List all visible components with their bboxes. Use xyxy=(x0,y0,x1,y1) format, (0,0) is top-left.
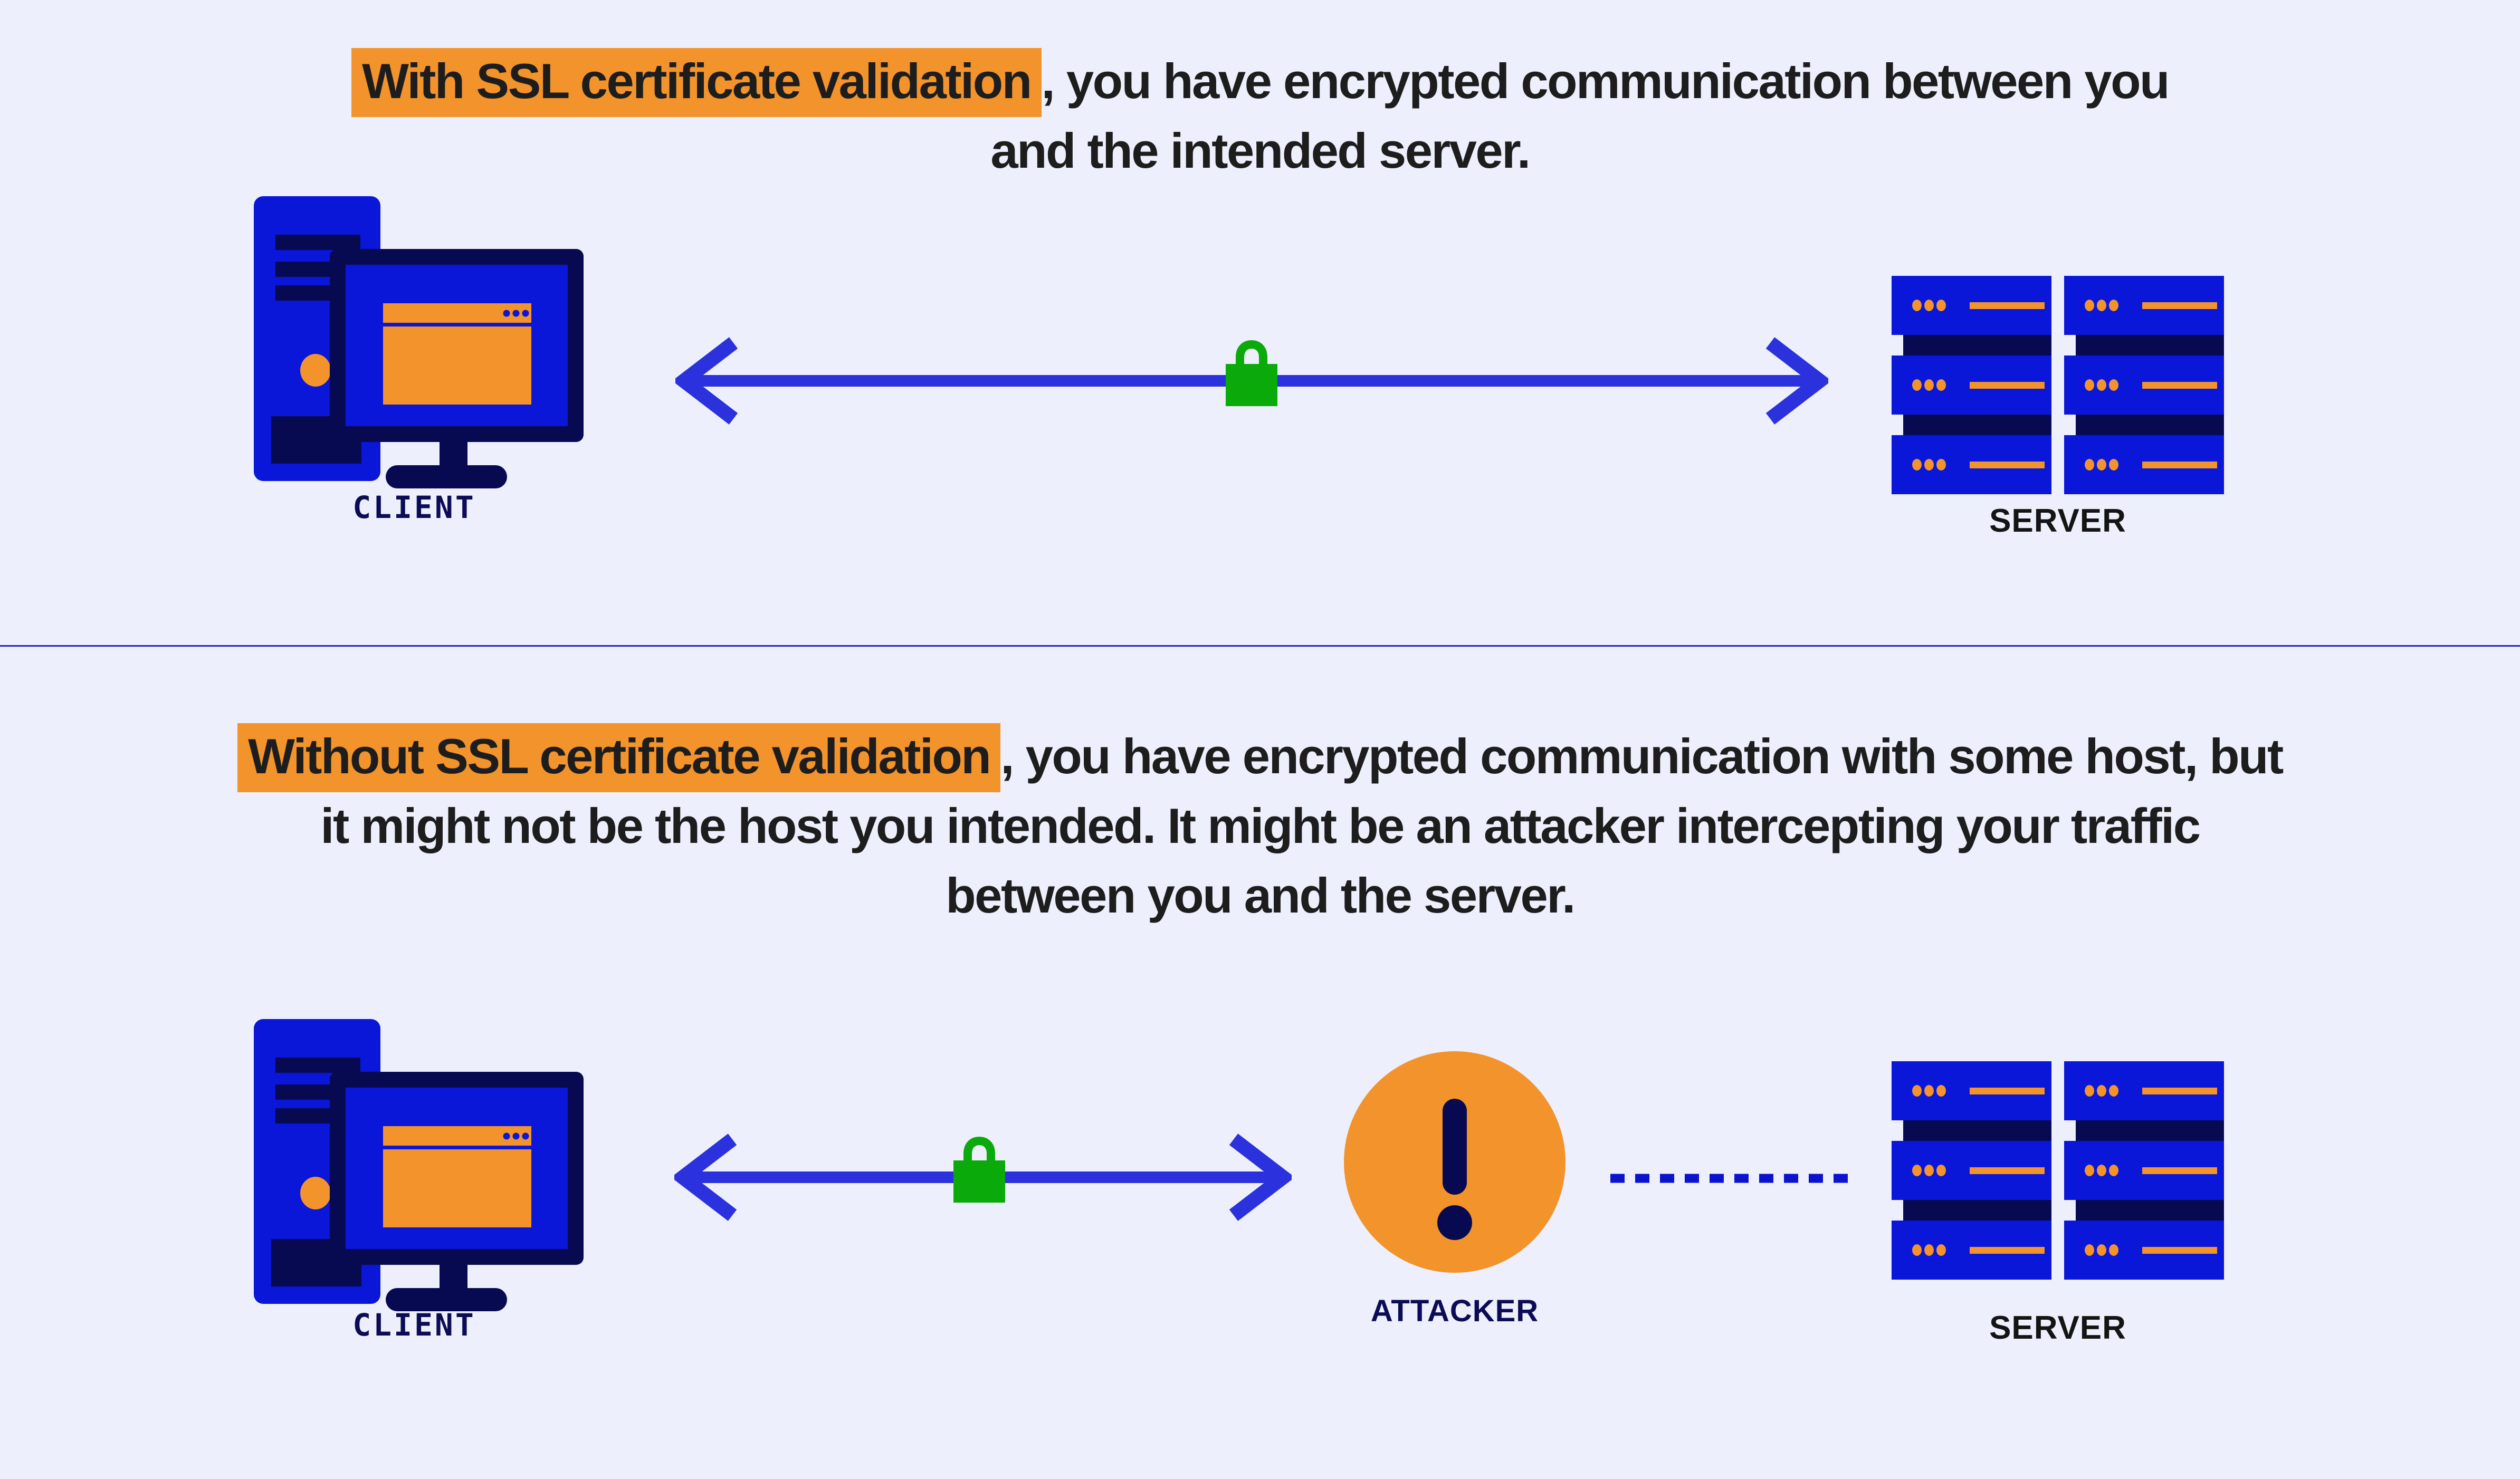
server-rack-icon xyxy=(1892,1061,2224,1280)
exclamation-dot xyxy=(1437,1205,1472,1240)
monitor-base xyxy=(386,1288,507,1311)
client-label-top: CLIENT xyxy=(352,489,476,525)
server-column-right xyxy=(2064,276,2224,494)
client-computer-icon xyxy=(254,1019,584,1311)
top-caption-highlight: With SSL certificate validation xyxy=(351,48,1042,117)
panel-divider xyxy=(0,645,2520,647)
top-caption-line2: and the intended server. xyxy=(990,123,1531,178)
padlock-icon xyxy=(1226,340,1277,406)
server-column-left xyxy=(1892,1061,2051,1280)
attacker-warning-icon xyxy=(1344,1051,1566,1273)
arrowhead-left xyxy=(674,1134,737,1221)
arrowhead-right xyxy=(1765,337,1828,425)
encrypted-link-arrow-bottom xyxy=(674,1134,1292,1221)
browser-body xyxy=(383,1149,531,1227)
encrypted-link-arrow-top xyxy=(675,337,1828,425)
arrowhead-right xyxy=(1229,1134,1292,1221)
attacker-label: ATTACKER xyxy=(1370,1294,1539,1328)
padlock-icon xyxy=(953,1136,1005,1203)
arrowhead-left xyxy=(675,337,738,425)
server-label-bottom: SERVER xyxy=(1989,1310,2126,1346)
server-label-top: SERVER xyxy=(1989,503,2126,539)
browser-body xyxy=(383,326,531,405)
bottom-caption-line2: it might not be the host you intended. I… xyxy=(320,798,2201,853)
dotted-link xyxy=(1610,1174,1856,1183)
top-caption-line1: With SSL certificate validation, you hav… xyxy=(0,46,2520,117)
server-column-right xyxy=(2064,1061,2224,1280)
client-computer-icon xyxy=(254,196,584,488)
bottom-caption-highlight: Without SSL certificate validation xyxy=(237,723,1001,792)
server-rack-icon xyxy=(1892,276,2224,494)
top-caption-line1-rest: , you have encrypted communication betwe… xyxy=(1041,53,2170,109)
server-column-left xyxy=(1892,276,2051,494)
bottom-caption-line1-rest: , you have encrypted communication with … xyxy=(1000,728,2284,784)
bottom-caption-line3: between you and the server. xyxy=(946,868,1576,923)
bottom-panel-caption: Without SSL certificate validation, you … xyxy=(0,722,2520,930)
bottom-caption-line1: Without SSL certificate validation, you … xyxy=(0,722,2520,792)
client-label-bottom: CLIENT xyxy=(352,1307,476,1343)
top-panel-caption: With SSL certificate validation, you hav… xyxy=(0,46,2520,186)
monitor-base xyxy=(386,465,507,488)
exclamation-bar xyxy=(1443,1099,1467,1195)
